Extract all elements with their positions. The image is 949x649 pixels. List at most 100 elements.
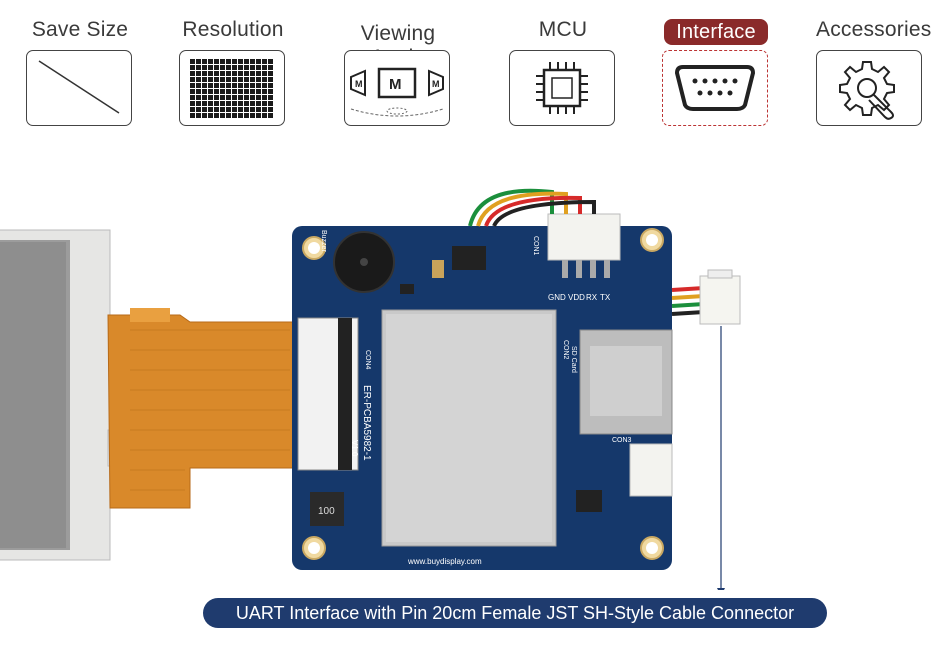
tab-save-size[interactable]: Save Size [26, 0, 134, 130]
pixel-cell [220, 83, 225, 88]
pixel-cell [256, 65, 261, 70]
callout-arrowhead [717, 588, 725, 590]
pixel-cell [196, 101, 201, 106]
pixel-cell [238, 65, 243, 70]
pixel-cell [238, 89, 243, 94]
svg-text:100: 100 [318, 506, 335, 517]
pixel-cell [238, 71, 243, 76]
pixel-cell [214, 65, 219, 70]
pixel-cell [196, 83, 201, 88]
pin-label-tx: TX [600, 293, 611, 302]
pixel-cell [232, 113, 237, 118]
pixel-cell [256, 89, 261, 94]
pixel-cell [226, 101, 231, 106]
pixel-cell [250, 95, 255, 100]
tab-interface[interactable]: Interface [662, 0, 770, 130]
tab-accessories[interactable]: Accessories [816, 0, 931, 130]
pixel-cell [190, 59, 195, 64]
pixel-cell [190, 71, 195, 76]
pixel-cell [226, 89, 231, 94]
con1-label: CON1 [532, 236, 539, 256]
pixel-cell [190, 107, 195, 112]
tab-label: Resolution [182, 18, 284, 41]
product-photo: 100 GND VDD RX TX ER-PCBA5982-1 V1.0 www… [0, 188, 741, 590]
pixel-cell [262, 113, 267, 118]
pixel-cell [214, 95, 219, 100]
pin-label-gnd: GND [548, 293, 566, 302]
serial-port-icon [674, 65, 756, 111]
pixel-cell [196, 77, 201, 82]
pixel-cell [226, 95, 231, 100]
pixel-cell [268, 113, 273, 118]
svg-text:M: M [389, 76, 402, 93]
pixel-cell [250, 77, 255, 82]
pixel-cell [268, 59, 273, 64]
pixel-cell [268, 65, 273, 70]
pixel-cell [232, 71, 237, 76]
con3-label: CON3 [612, 437, 632, 444]
pixel-cell [244, 77, 249, 82]
tab-icon-box [662, 50, 768, 126]
pixel-cell [214, 83, 219, 88]
fpc-ribbon [107, 308, 301, 509]
pixel-cell [262, 89, 267, 94]
tab-icon-box [509, 50, 615, 126]
pixel-cell [262, 83, 267, 88]
pixel-cell [238, 59, 243, 64]
pixel-cell [220, 77, 225, 82]
pixel-cell [262, 107, 267, 112]
tab-icon-box: M M M [344, 50, 450, 126]
pixel-cell [250, 65, 255, 70]
pixel-cell [214, 89, 219, 94]
pixel-cell [202, 107, 207, 112]
pcb-board: 100 [292, 213, 673, 570]
sd-card-label: SD Card [570, 346, 577, 373]
pixel-cell [250, 59, 255, 64]
pixel-cell [262, 65, 267, 70]
pixel-cell [238, 77, 243, 82]
pixel-cell [202, 83, 207, 88]
pixel-cell [202, 101, 207, 106]
pixel-cell [196, 107, 201, 112]
pixel-cell [208, 83, 213, 88]
pixel-cell [256, 59, 261, 64]
pixel-cell [244, 113, 249, 118]
pixel-cell [262, 59, 267, 64]
pixel-cell [250, 101, 255, 106]
pixel-cell [208, 71, 213, 76]
pixel-cell [268, 107, 273, 112]
pixel-cell [208, 95, 213, 100]
con4-label: CON4 [364, 350, 371, 370]
chip-icon [536, 62, 588, 114]
tab-resolution[interactable]: Resolution [179, 0, 287, 130]
pixel-cell [220, 101, 225, 106]
tab-label: MCU [538, 18, 588, 41]
lcd-module [0, 229, 135, 561]
pixel-cell [214, 101, 219, 106]
top-cable [468, 188, 596, 227]
pixel-cell [268, 101, 273, 106]
pixel-cell [196, 59, 201, 64]
pin-label-vdd: VDD [568, 293, 585, 302]
tab-viewing-angle[interactable]: Viewing Angle M M M [344, 0, 452, 130]
pixel-cell [232, 101, 237, 106]
pixel-cell [196, 65, 201, 70]
tab-mcu[interactable]: MCU [509, 0, 617, 130]
pixel-cell [244, 95, 249, 100]
board-version: V1.0 [350, 440, 359, 457]
pixel-cell [220, 113, 225, 118]
tab-icon-box [26, 50, 132, 126]
pixel-cell [202, 113, 207, 118]
pixel-cell [190, 65, 195, 70]
pixel-cell [256, 107, 261, 112]
pixel-cell [226, 59, 231, 64]
pixel-cell [244, 71, 249, 76]
pixel-cell [208, 89, 213, 94]
pixel-cell [220, 65, 225, 70]
gear-wrench-icon [839, 61, 895, 120]
pixel-cell [190, 101, 195, 106]
con2-label: CON2 [562, 340, 569, 360]
pixel-cell [232, 59, 237, 64]
pixel-cell [268, 71, 273, 76]
pixel-cell [214, 77, 219, 82]
